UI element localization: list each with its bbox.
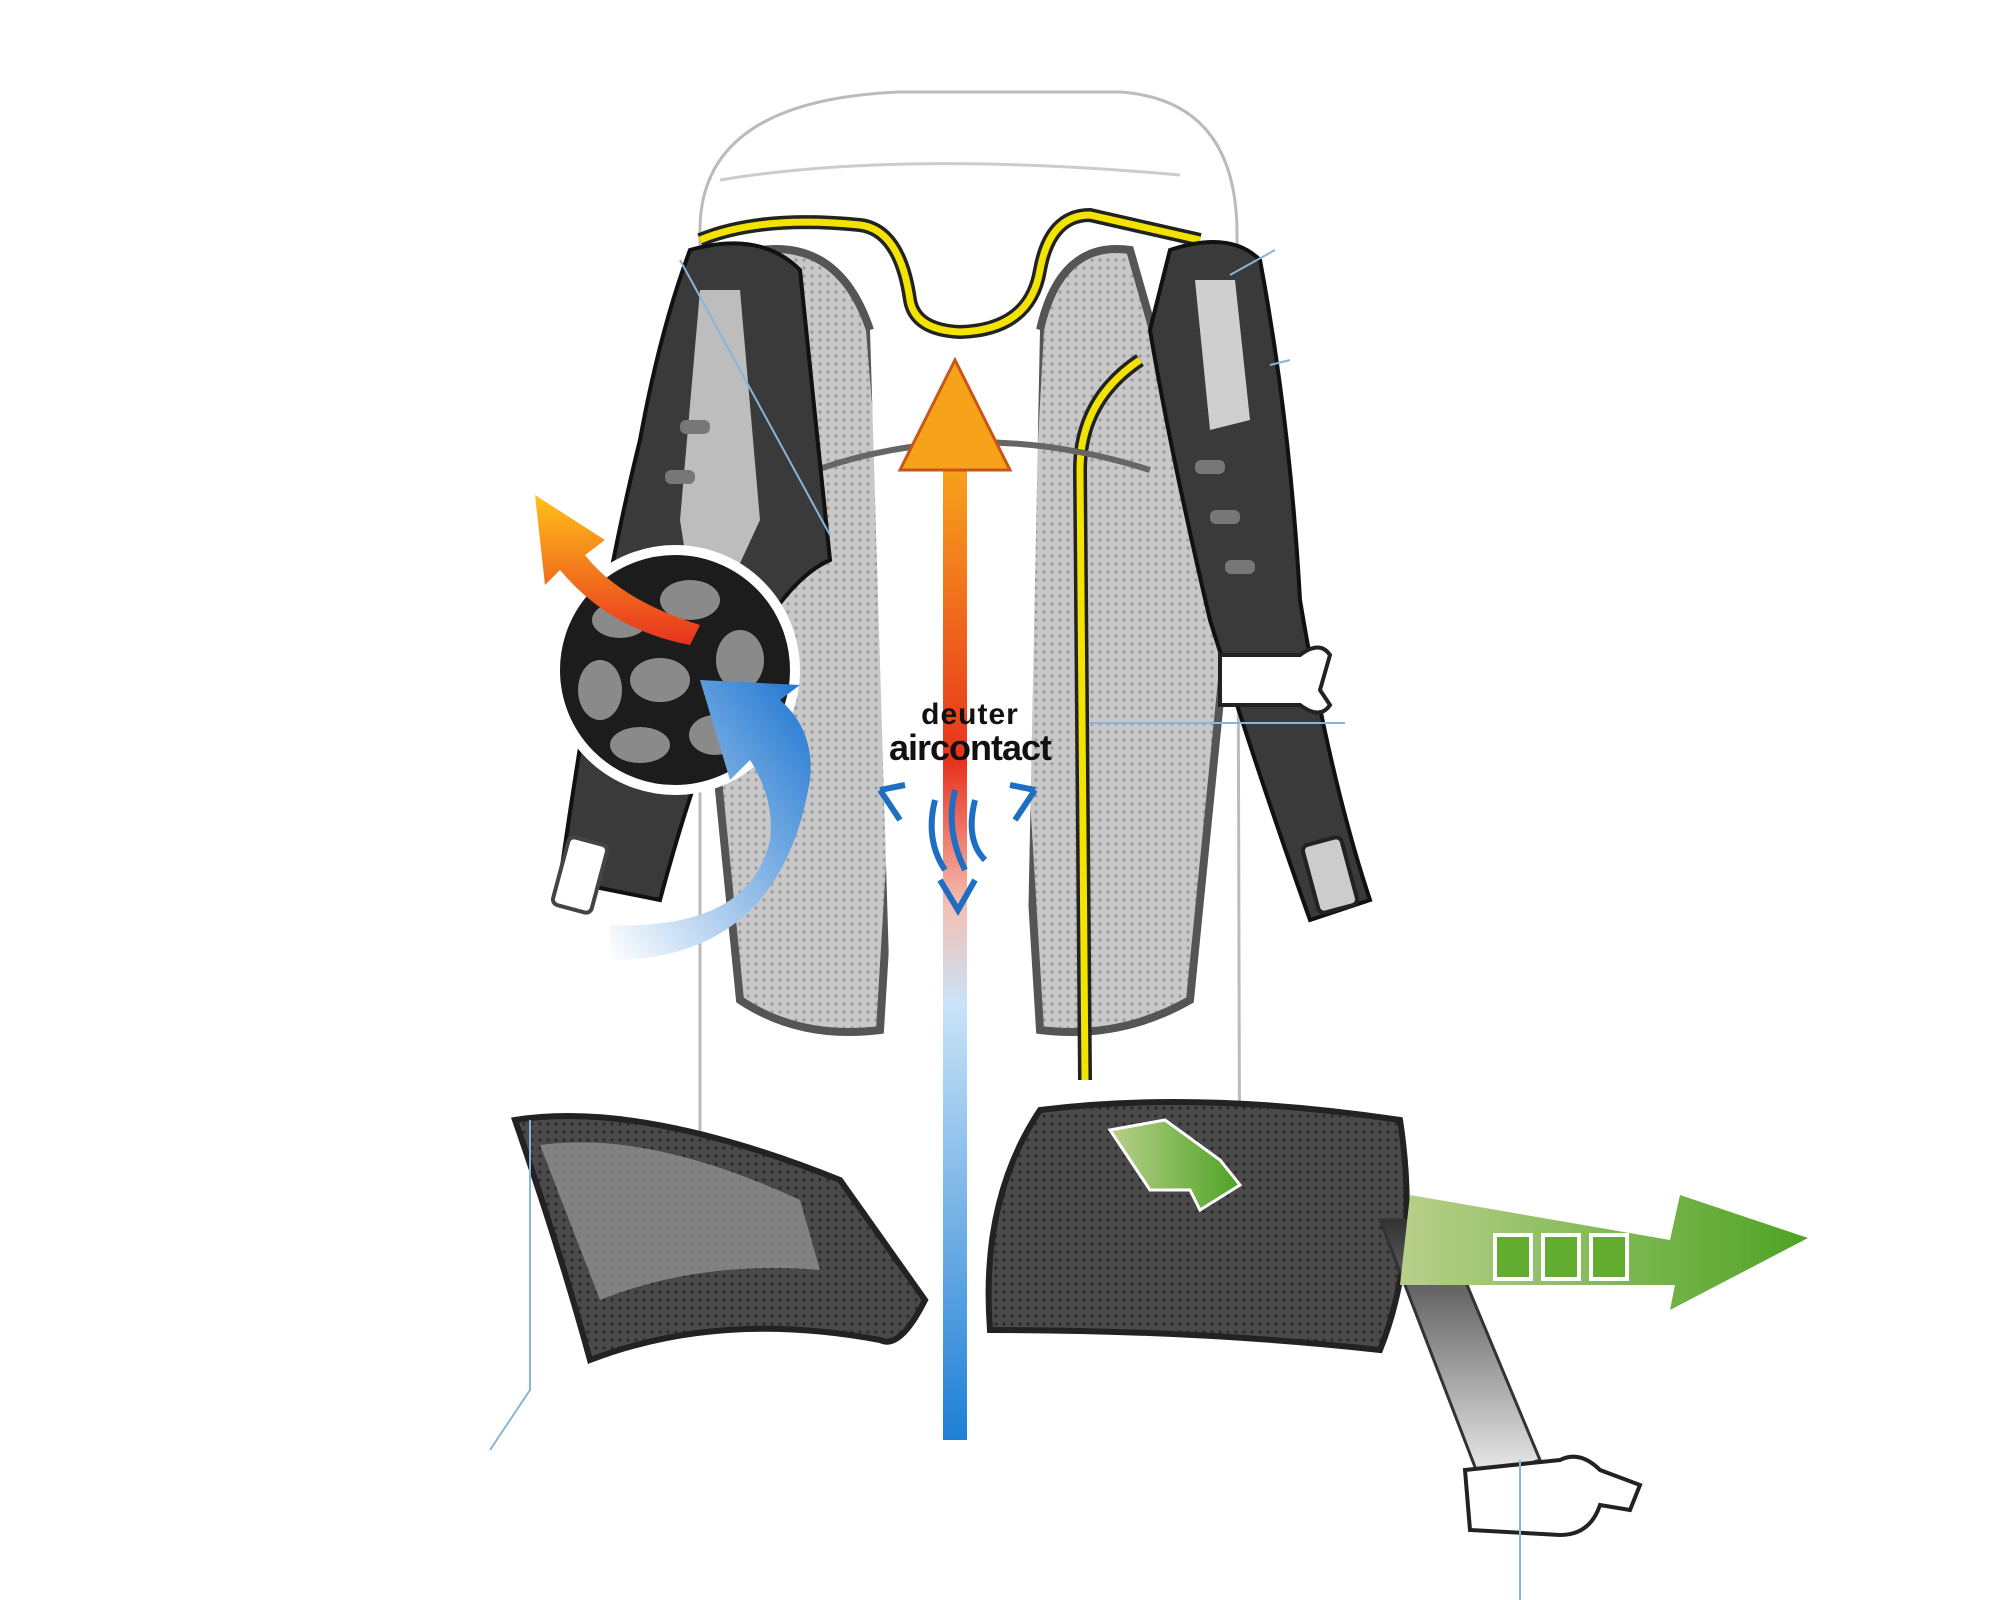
logo-brand: deuter — [921, 698, 1019, 731]
arrow-segments — [1493, 1233, 1629, 1281]
right-shoulder-strap — [1147, 240, 1373, 923]
hip-tension-arrow-left — [1107, 1118, 1243, 1213]
warm-air-arrow-head — [897, 356, 1013, 472]
cool-air-intake-arrow — [610, 680, 811, 960]
strap-ladder-slots — [665, 420, 1255, 574]
deuter-aircontact-logo: deuter aircontact — [860, 700, 1080, 766]
strap-adjuster-right — [1300, 835, 1360, 915]
logo-product: aircontact — [888, 727, 1052, 768]
vent-channel-arrow — [943, 470, 967, 1440]
right-hip-belt — [985, 1099, 1410, 1354]
sternum-buckle — [1218, 645, 1333, 715]
hip-buckle — [1462, 1454, 1643, 1538]
callout-lines — [489, 249, 1521, 1600]
airflow-symbol — [877, 782, 1038, 916]
lid-edge — [719, 162, 1181, 182]
warm-air-exit-arrow — [535, 495, 700, 645]
strap-adjuster-left — [550, 835, 610, 915]
